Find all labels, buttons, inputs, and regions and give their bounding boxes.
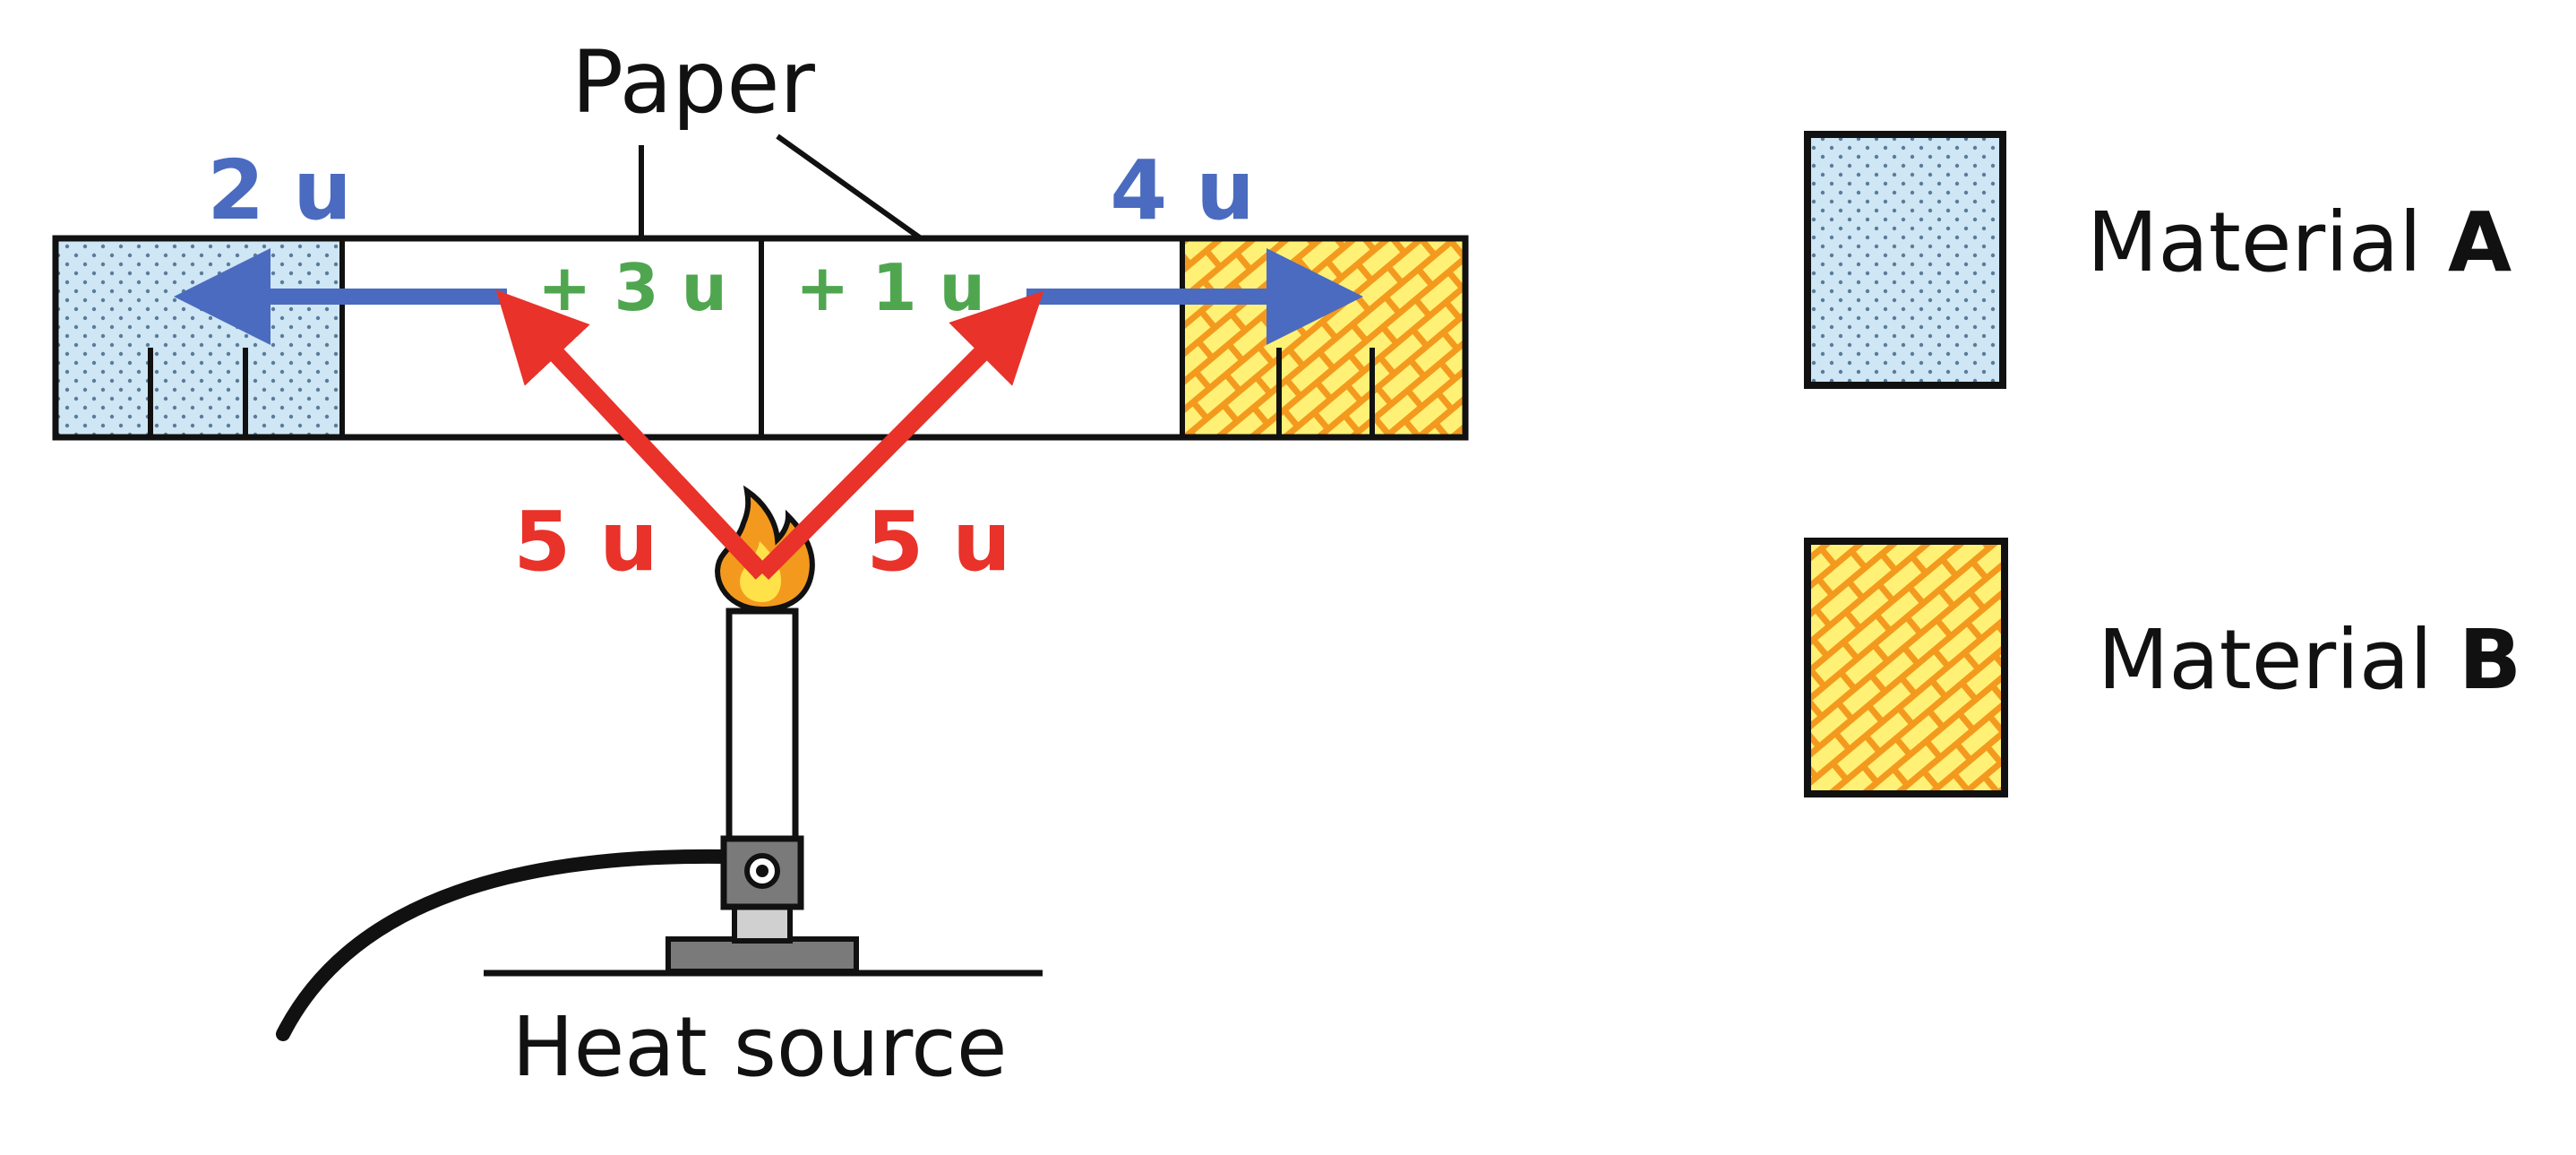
left-out-label: 2 u [207,142,352,238]
legend-swatch-b [1804,538,2008,797]
legend-label-b: Material B [2098,612,2521,708]
material-a-section [56,238,342,437]
red-arrow-left [495,289,769,580]
paper-pointer-right [776,134,923,241]
paper-label: Paper [571,32,815,133]
bunsen-burner [276,608,1043,1041]
legend: Material A Material B [1804,131,2521,797]
legend-swatch-a [1804,131,2006,389]
heat-source-label: Heat source [512,999,1008,1095]
legend-a-text: Material [2087,194,2448,290]
legend-label-a: Material A [2087,194,2512,290]
gas-hose [276,849,734,1041]
burner-tube [726,608,799,844]
right-gain-label: + 1 u [795,250,985,325]
material-b-section [1182,238,1465,437]
left-gain-label: + 3 u [537,250,727,325]
paper-strip [52,235,1469,441]
right-in-label: 5 u [866,494,1011,590]
burner-base [665,936,859,974]
red-arrow-right [755,290,1044,581]
legend-b-text: Material [2098,612,2459,708]
burner-neck [732,902,793,944]
legend-a-letter: A [2448,194,2512,290]
right-out-label: 4 u [1110,142,1255,238]
legend-b-letter: B [2459,612,2521,708]
left-in-label: 5 u [513,494,658,590]
